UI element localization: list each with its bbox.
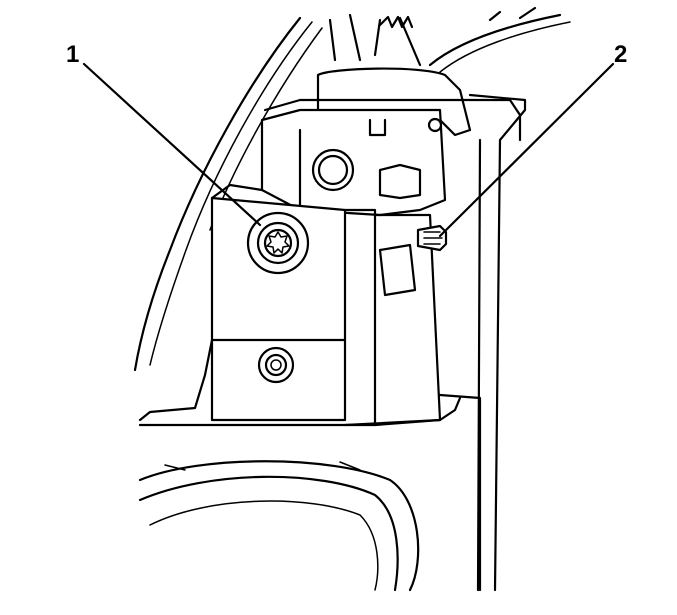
retainer-clip — [416, 224, 448, 252]
mounting-plate — [210, 196, 442, 427]
lower-opening — [138, 460, 420, 592]
fastener-torx-bolt — [246, 211, 310, 275]
callout-label-1: 1 — [66, 41, 79, 68]
floor-panel — [138, 338, 462, 427]
leader-lines — [82, 62, 615, 238]
upper-bracket — [210, 67, 522, 217]
bracket-boss — [311, 148, 355, 192]
leader-line-1 — [82, 62, 262, 227]
wiring-harness — [328, 6, 571, 73]
leader-line-2 — [438, 62, 615, 238]
lower-stud — [257, 346, 295, 384]
right-panel — [438, 93, 527, 592]
callout-label-2: 2 — [614, 41, 627, 68]
